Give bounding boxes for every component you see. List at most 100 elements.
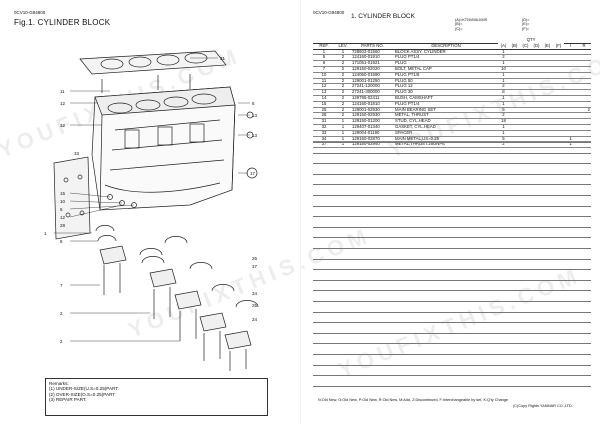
cell-ref: 25	[313, 107, 335, 114]
cell-lev: 2	[335, 89, 351, 96]
cell-lev: 1	[335, 141, 351, 149]
ruled-line	[313, 322, 591, 324]
cell-description: SPACER	[394, 130, 498, 137]
cell-qty-a: 10	[498, 66, 509, 73]
cell-remark	[577, 83, 592, 91]
cell-remark	[577, 101, 592, 108]
cell-qty-d	[531, 72, 542, 79]
ruled-line	[313, 354, 591, 355]
ruled-line	[313, 184, 591, 186]
cell-qty-e	[542, 66, 553, 73]
cell-qty-b	[509, 60, 520, 67]
ruled-line	[313, 226, 591, 228]
leader-lines	[54, 57, 250, 342]
cell-description: PLUG 12	[394, 83, 498, 91]
cell-qty-e	[542, 83, 553, 91]
cell-parts-no: 171051-01921	[351, 60, 394, 67]
header-e: (E)	[542, 43, 553, 50]
cell-qty-f	[553, 107, 565, 114]
callout-17: 17	[250, 171, 256, 176]
cell-parts-no: 129150-02930	[351, 112, 394, 120]
cell-qty-a: 1	[498, 130, 509, 137]
ruled-line	[313, 290, 591, 292]
callout-12: 12	[60, 101, 66, 106]
cell-qty-d	[531, 124, 542, 131]
cell-qty-c	[520, 78, 531, 85]
model-labels-right: (D)= (E)= (F)=	[522, 18, 530, 31]
header-parts-no: PARTS NO.	[351, 43, 394, 50]
cell-qty-c	[520, 101, 531, 108]
cell-qty-b	[509, 130, 520, 137]
cell-lev: 2	[335, 95, 351, 102]
cell-qty-d	[531, 107, 542, 114]
cell-qty-e	[542, 95, 553, 102]
ruled-line	[313, 332, 591, 334]
cell-qty-c	[520, 54, 531, 62]
ruled-line	[313, 385, 591, 387]
cell-parts-no: 129150-01200	[351, 118, 394, 125]
cell-description: PLUG	[394, 60, 498, 67]
cell-parts-no: 129407-01340	[351, 124, 394, 131]
cell-lev: 1	[335, 124, 351, 131]
cell-parts-no: 124060-01590	[351, 72, 394, 79]
header-r: R	[577, 43, 592, 50]
parts-table: QTY REF. LEV. PARTS NO. DESCRIPTION (A) …	[313, 38, 592, 149]
cell-qty-f	[553, 141, 565, 149]
cell-qty-b	[509, 54, 520, 62]
cell-qty-b	[509, 83, 520, 91]
callout-5: 5	[60, 207, 63, 212]
cell-qty-f	[553, 124, 565, 131]
ruled-line	[313, 364, 591, 366]
cell-remark	[577, 112, 592, 120]
callout-34: 34	[252, 291, 258, 296]
header-d: (D)	[531, 43, 542, 50]
cell-parts-no: 129795-02411	[351, 95, 394, 102]
cell-lev: 2	[335, 60, 351, 67]
cell-qty-d	[531, 60, 542, 67]
cell-ref: 10	[313, 72, 335, 79]
cell-interchange	[564, 95, 578, 102]
cell-qty-b	[509, 101, 520, 108]
header-qty: QTY	[526, 38, 536, 43]
cell-qty-e	[542, 107, 553, 114]
cell-qty-f	[553, 95, 565, 102]
cell-ref: 1	[313, 49, 335, 56]
cell-ref: 34	[313, 136, 335, 143]
cell-qty-a: 5	[498, 136, 509, 143]
cell-qty-d	[531, 136, 542, 143]
cell-qty-c	[520, 124, 531, 131]
callout-37: 37	[252, 264, 258, 269]
cell-description: PLUG PT1/4	[394, 101, 498, 108]
callout-7: 7	[60, 283, 63, 288]
cell-qty-c	[520, 49, 531, 56]
remarks-line-1: (1) UNDER-SIZE(U.S=0.25)PART.	[49, 386, 119, 392]
cell-remark: 2	[577, 107, 592, 114]
model-label-e: (E)=	[522, 22, 530, 27]
cell-ref: 31	[313, 118, 335, 125]
cell-qty-a: 5	[498, 107, 509, 114]
header-a: (A)	[498, 43, 509, 50]
parts-doc-code: 0CV10-G94800	[313, 10, 345, 15]
callout-28: 28	[60, 223, 66, 228]
remarks-box: Remarks: (1) UNDER-SIZE(U.S=0.25)PART. (…	[45, 378, 268, 416]
cell-ref: 6	[313, 60, 335, 67]
cell-qty-e	[542, 112, 553, 120]
cell-remark	[577, 118, 592, 125]
ruled-line	[313, 142, 591, 143]
cell-qty-f	[553, 54, 565, 62]
cell-lev: 2	[335, 112, 351, 120]
cell-lev: 1	[335, 118, 351, 125]
cell-lev: 2	[335, 54, 351, 62]
cell-description: STUD, CYL.HEAD	[394, 118, 498, 125]
ruled-line	[313, 279, 591, 281]
callout-8: 8	[60, 239, 63, 244]
model-label-b: (B)=	[455, 22, 463, 27]
ruled-line	[313, 311, 591, 313]
cell-ref: 32	[313, 124, 335, 131]
cell-remark	[577, 141, 592, 149]
cell-qty-e	[542, 60, 553, 67]
